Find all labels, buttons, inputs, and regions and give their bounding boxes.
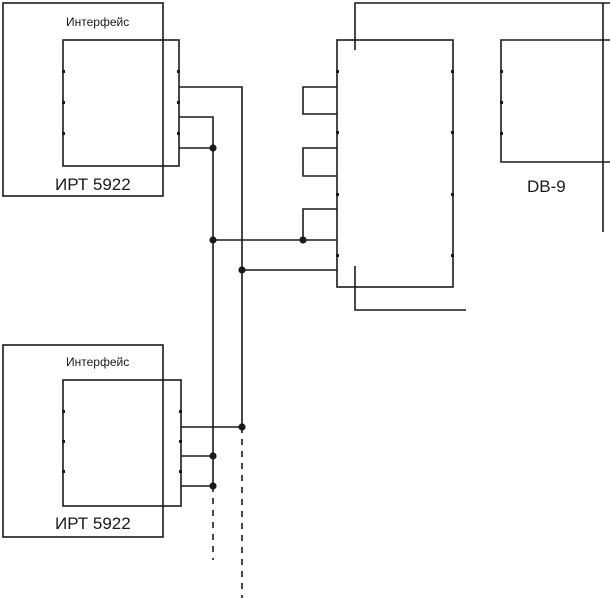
- pin-tick: [62, 440, 65, 443]
- pin-tick: [177, 101, 180, 104]
- pin-tick: [500, 132, 503, 135]
- wire-top-1: [179, 86, 243, 427]
- jumper-loop-2: [302, 147, 337, 177]
- pin-tick: [336, 254, 339, 257]
- pin-tick: [500, 70, 503, 73]
- junction-dot: [238, 266, 246, 274]
- bottom-interface-outer-box: [2, 344, 164, 538]
- wire-top-2: [179, 116, 214, 486]
- junction-dot: [209, 482, 217, 490]
- pin-tick: [336, 70, 339, 73]
- pin-tick: [179, 440, 182, 443]
- pin-tick: [451, 131, 454, 134]
- pin-tick: [62, 101, 65, 104]
- pin-tick: [62, 70, 65, 73]
- junction-dot: [299, 236, 307, 244]
- pin-tick: [62, 132, 65, 135]
- pin-tick: [177, 132, 180, 135]
- bottom-irt-device-label: ИРТ 5922: [55, 514, 131, 533]
- pin-tick: [451, 254, 454, 257]
- pin-tick: [336, 131, 339, 134]
- db9-connector-label: DB-9: [527, 177, 566, 196]
- junction-dot: [209, 144, 217, 152]
- converter-module-box: [336, 39, 454, 288]
- junction-dot: [209, 452, 217, 460]
- pin-tick: [336, 193, 339, 196]
- top-interface-label: Интерфейс: [66, 15, 129, 29]
- junction-dot: [209, 236, 217, 244]
- pin-tick: [179, 410, 182, 413]
- top-irt-device-label: ИРТ 5922: [55, 175, 131, 194]
- junction-dot: [238, 423, 246, 431]
- jumper-loop-1: [302, 86, 337, 115]
- converter-label-partial: Преобразователь: [460, 230, 558, 244]
- pin-tick: [451, 70, 454, 73]
- bottom-interface-label: Интерфейс: [66, 355, 129, 369]
- converter-enclosure-top: [354, 2, 610, 50]
- pin-tick: [451, 193, 454, 196]
- pin-tick: [179, 470, 182, 473]
- pin-tick: [500, 101, 503, 104]
- converter-enclosure-bottom: [354, 266, 466, 311]
- pin-tick: [177, 70, 180, 73]
- jumper-loop-3: [302, 208, 337, 240]
- top-irt-module-box: [62, 39, 180, 167]
- db9-connector-box: [500, 39, 610, 163]
- top-interface-outer-box: [2, 2, 164, 197]
- pin-tick: [62, 470, 65, 473]
- pin-tick: [62, 410, 65, 413]
